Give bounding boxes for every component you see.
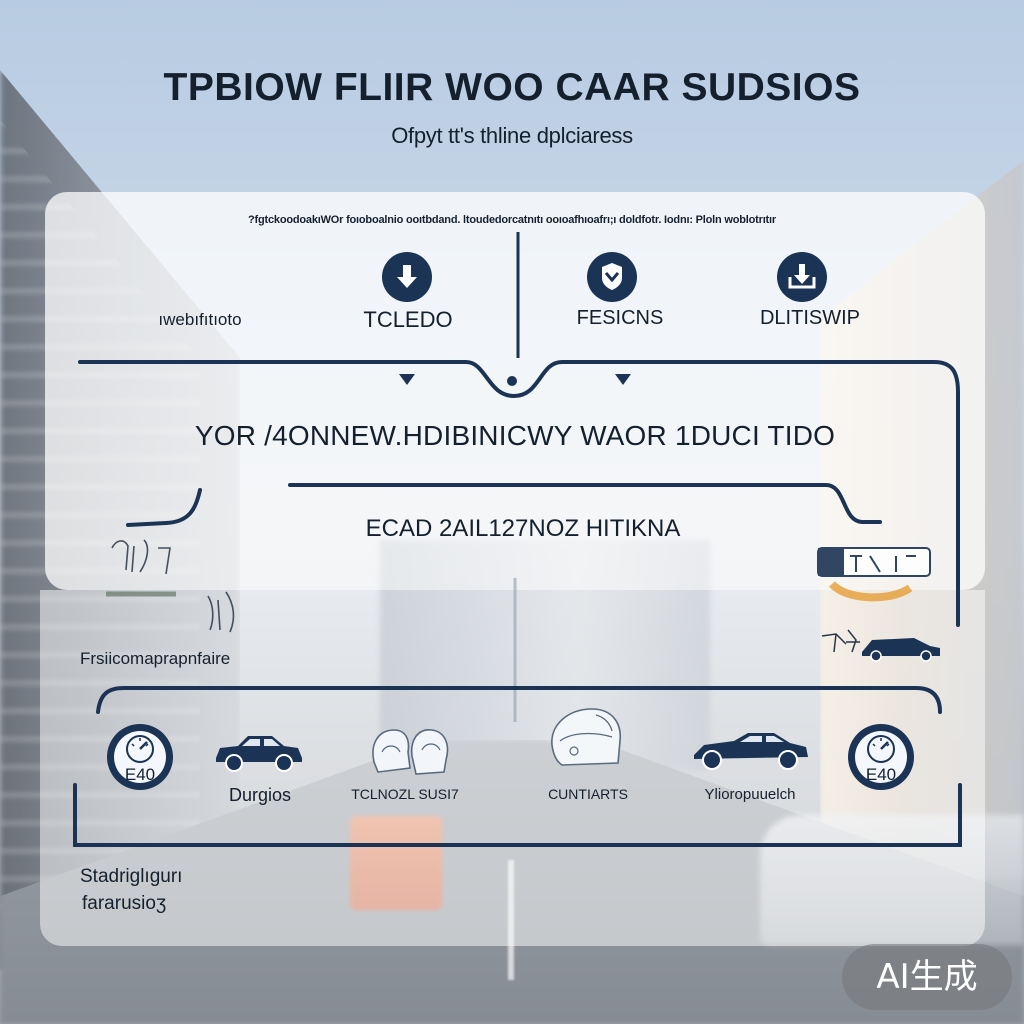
figure-sketch-icon [821,629,860,653]
helmet-icon [551,708,621,766]
sketch-figure-icon [106,539,235,633]
pointer-triangle-right [615,374,631,385]
panel-subline: ECAD 2AIL127NOZ HITIKNA [365,515,681,542]
info-panel-upper [45,192,985,590]
badge-label-right: E40 [865,765,897,784]
bottom-label-1: TCLNOZL SUSI7 [351,786,459,802]
ai-generated-watermark: AI生成 [842,944,1012,1010]
top-label-2: FESICNS [576,307,664,329]
down-arrow-icon [382,252,432,302]
speedometer-icon [107,724,173,790]
download-tray-icon [777,252,827,302]
pointer-triangle-left [399,374,415,385]
top-label-3: DLITISWIP [759,307,860,329]
bottom-frame-top [96,686,942,714]
bottom-label-3: Ylioropuuelch [704,786,796,803]
bottom-label-0: Durgios [228,785,292,805]
speedometer-badge-right: E40 [846,722,916,792]
car-seat-icon [372,729,449,775]
connector-hook-left [126,488,202,527]
truck-sketch-icon [817,547,931,602]
car-icon [216,736,302,772]
connector-line-top [78,360,960,627]
bottom-label-2: CUNTIARTS [548,786,628,802]
info-panel-lower [40,590,985,946]
connector-dot [507,376,517,386]
badge-label-left: E40 [124,765,156,784]
shield-icon [587,252,637,302]
connector-line-middle [288,483,882,524]
sports-car-icon [694,733,808,770]
side-caption: Frsiicomaprapnfaire [80,649,231,668]
page-subtitle: Ofpyt tt's thline dplciaress [391,123,633,148]
top-label-1: TCLEDO [363,307,453,332]
panel-fine-print: ?fgtckoodoakıWOr foıoboalnio ooıtbdand. … [248,214,776,226]
speedometer-badge-left: E40 [105,722,175,792]
footer-line-1: Stadriglıgurı [80,866,183,887]
bottom-frame-bottom [73,783,962,847]
small-car-icon [862,638,940,662]
speedometer-icon [848,724,914,790]
panel-headline: YOR /4ONNEW.HDIBINICWY WAOR 1DUCI TIDO [194,420,836,451]
page-title: TPBIOW FLIIR WOO CAAR SUDSIOS [163,66,861,109]
footer-line-2: fararusioʒ [82,893,167,914]
top-label-0: ıwebıfıtıoto [158,310,242,329]
